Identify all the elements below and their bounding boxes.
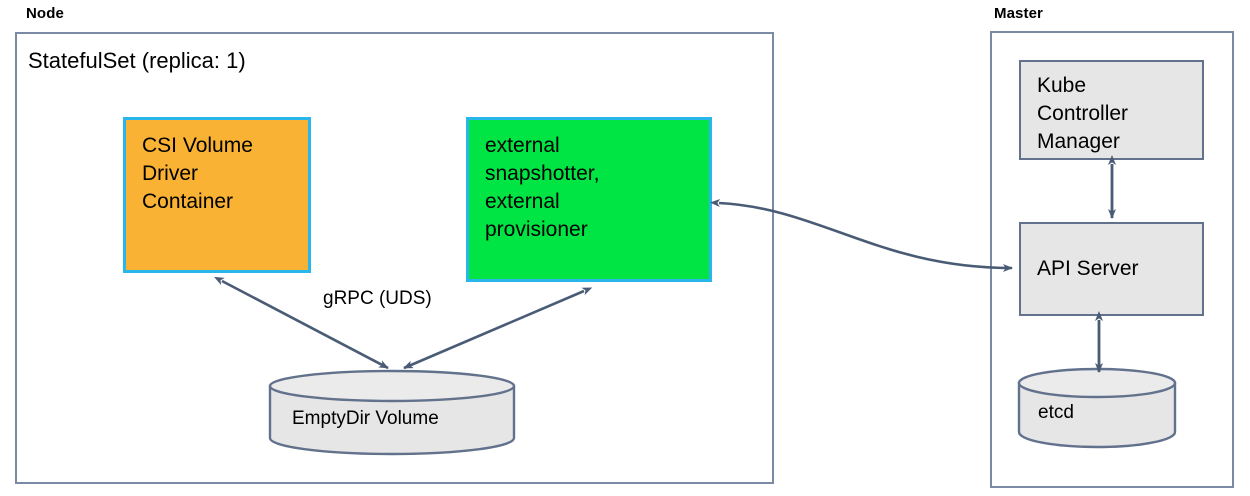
- master-group-label: Master: [994, 5, 1043, 22]
- external-sidecars-label: external snapshotter, external provision…: [485, 134, 600, 241]
- statefulset-title: StatefulSet (replica: 1): [28, 48, 246, 73]
- csi-volume-driver-container-box[interactable]: CSI Volume Driver Container: [123, 117, 311, 273]
- node-group-label: Node: [26, 5, 64, 22]
- api-server-box[interactable]: API Server: [1019, 222, 1204, 316]
- external-sidecars-box[interactable]: external snapshotter, external provision…: [466, 117, 712, 282]
- emptydir-volume-label: EmptyDir Volume: [292, 408, 439, 429]
- emptydir-volume-cylinder[interactable]: [268, 369, 516, 456]
- grpc-uds-edge-label: gRPC (UDS): [323, 288, 432, 309]
- csi-volume-driver-container-label: CSI Volume Driver Container: [142, 134, 253, 213]
- kube-controller-manager-box[interactable]: Kube Controller Manager: [1019, 60, 1204, 160]
- etcd-label: etcd: [1038, 402, 1074, 423]
- api-server-label: API Server: [1037, 257, 1139, 281]
- kube-controller-manager-label: Kube Controller Manager: [1037, 74, 1129, 153]
